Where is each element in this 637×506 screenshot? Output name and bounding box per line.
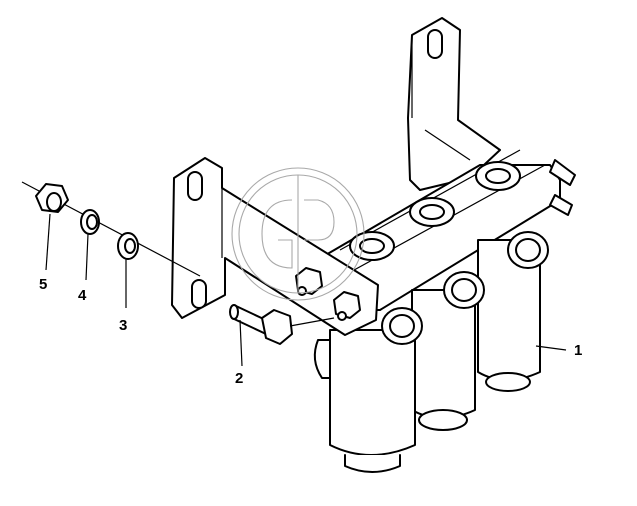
front-bracket <box>171 157 379 336</box>
callout-4: 4 <box>78 287 87 304</box>
callout-3: 3 <box>119 317 127 334</box>
leader-lines <box>45 213 567 367</box>
valve-cylinder-front <box>313 307 423 473</box>
port-top-2 <box>409 197 455 227</box>
hex-nut <box>35 183 69 213</box>
callout-2: 2 <box>235 370 243 387</box>
watermark-logo <box>231 167 365 301</box>
port-top-1 <box>475 161 521 191</box>
flat-washer <box>117 232 139 260</box>
valve-cylinder-right <box>477 231 549 392</box>
callout-5: 5 <box>39 276 47 293</box>
bolt <box>229 304 335 345</box>
callout-1: 1 <box>574 342 582 359</box>
valve-cylinder-middle <box>411 271 485 431</box>
lock-washer <box>80 209 100 235</box>
bracket-nut-lower <box>333 291 361 321</box>
